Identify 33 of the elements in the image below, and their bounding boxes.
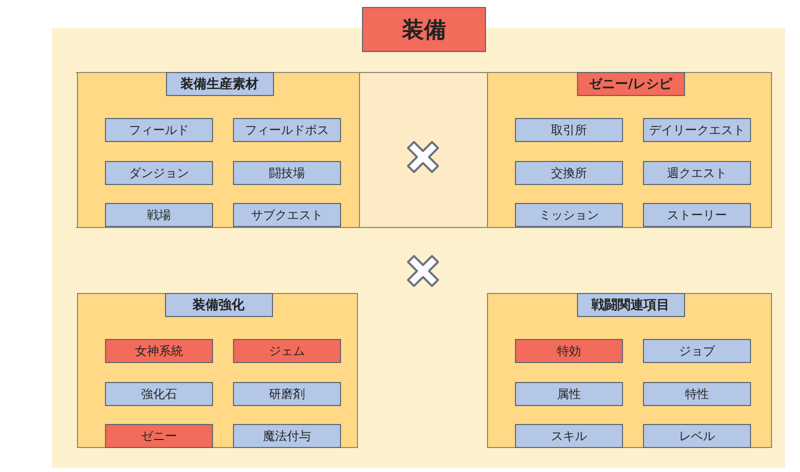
item-box: フィールド: [105, 118, 213, 142]
group-panel: [487, 293, 772, 448]
item-box: 特効: [515, 339, 623, 363]
group-heading: 戦闘関連項目: [576, 293, 684, 317]
item-box: ゼニー: [105, 424, 213, 448]
item-box: 戦場: [105, 203, 213, 227]
item-box: フィールドボス: [233, 118, 341, 142]
item-box: 研磨剤: [233, 382, 341, 406]
item-box: ストーリー: [643, 203, 751, 227]
item-box: 強化石: [105, 382, 213, 406]
item-box: ジェム: [233, 339, 341, 363]
item-box: ミッション: [515, 203, 623, 227]
item-box: 魔法付与: [233, 424, 341, 448]
item-box: 女神系統: [105, 339, 213, 363]
group-panel: [77, 72, 360, 228]
item-box: 闘技場: [233, 161, 341, 185]
group-panel: [77, 293, 358, 448]
item-box: サブクエスト: [233, 203, 341, 227]
item-box: スキル: [515, 424, 623, 448]
item-box: 週クエスト: [643, 161, 751, 185]
group-panel: [487, 72, 772, 228]
title-heading: 装備: [362, 7, 486, 52]
item-box: 取引所: [515, 118, 623, 142]
group-heading: ゼニー/レシピ: [576, 72, 684, 96]
item-box: ジョブ: [643, 339, 751, 363]
group-heading: 装備生産素材: [166, 72, 274, 96]
item-box: 交換所: [515, 161, 623, 185]
item-box: レベル: [643, 424, 751, 448]
item-box: 特性: [643, 382, 751, 406]
group-heading: 装備強化: [164, 293, 272, 317]
item-box: 属性: [515, 382, 623, 406]
item-box: デイリークエスト: [643, 118, 751, 142]
item-box: ダンジョン: [105, 161, 213, 185]
